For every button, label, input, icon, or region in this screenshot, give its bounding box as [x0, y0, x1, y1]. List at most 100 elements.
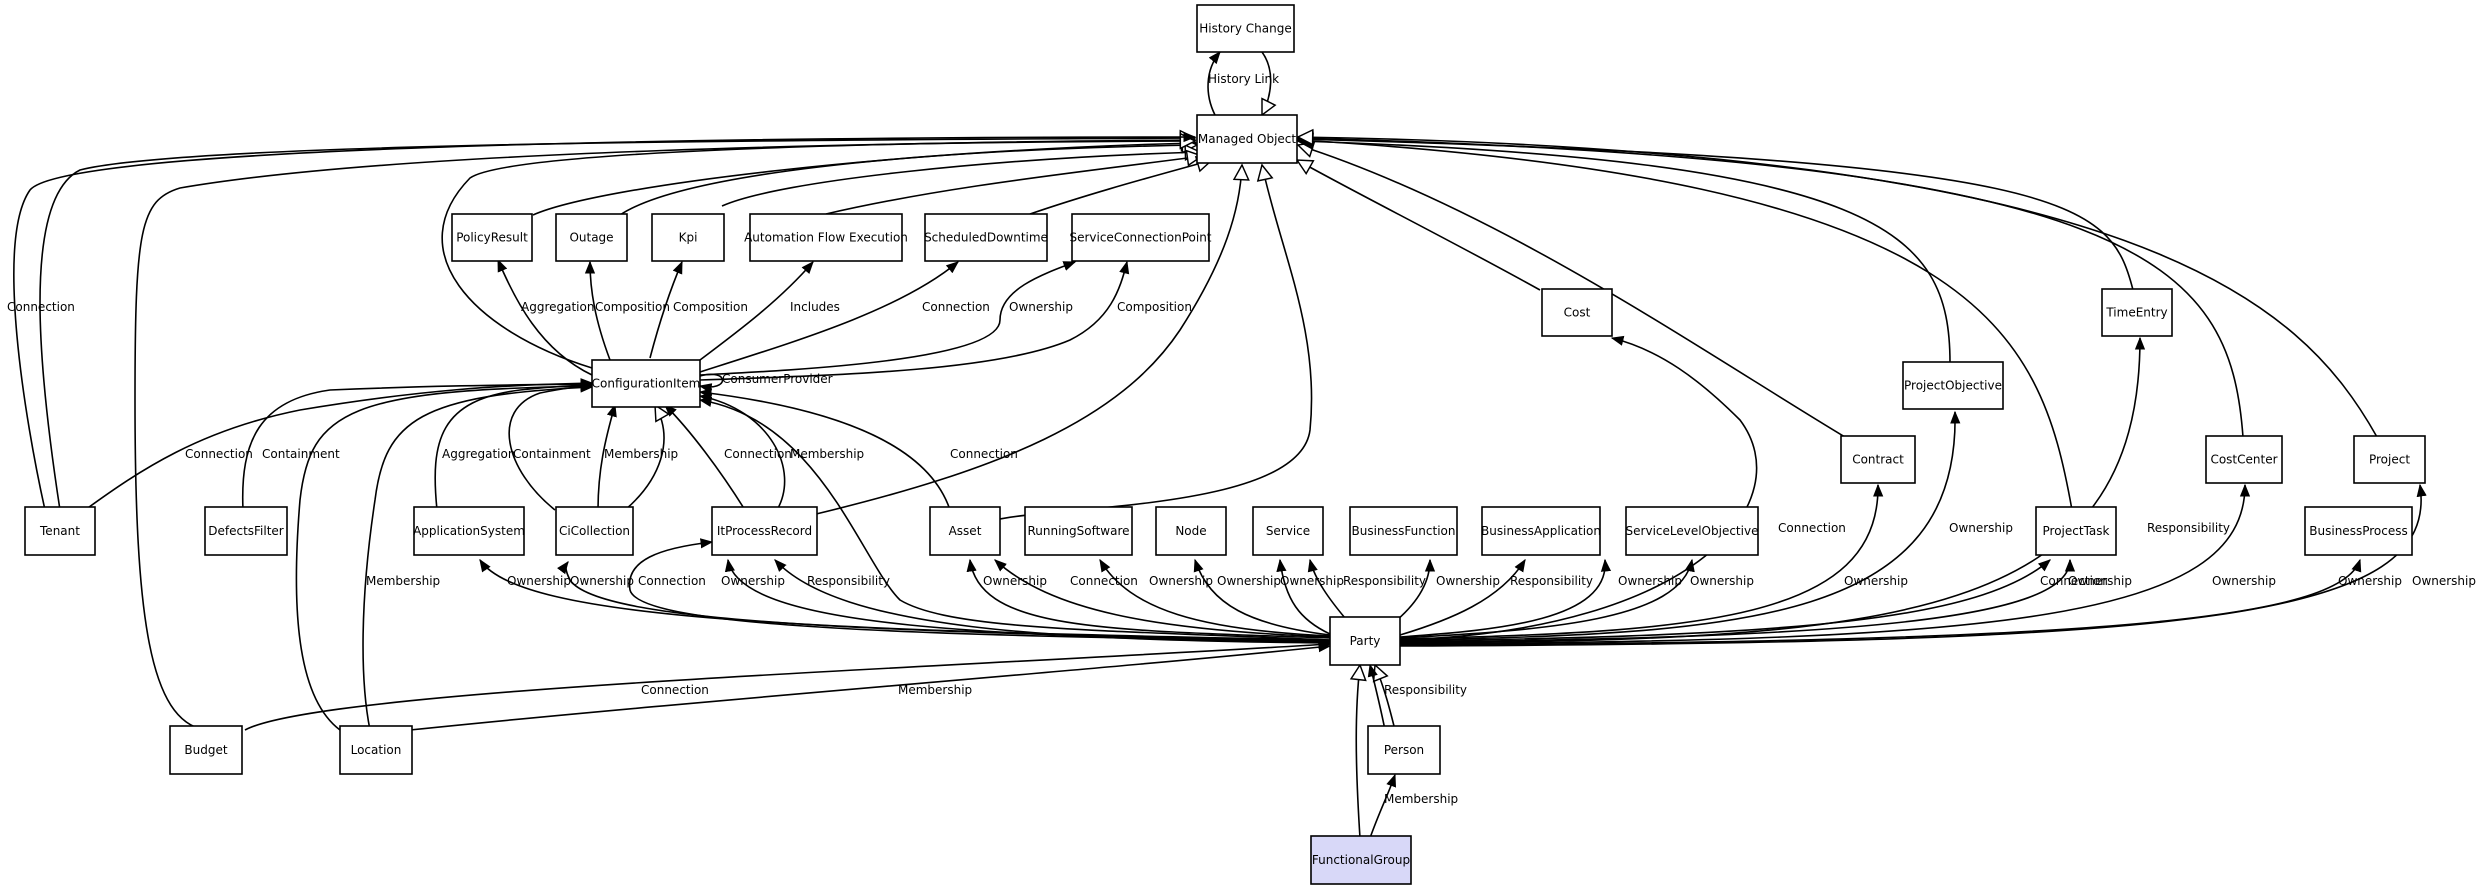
edge-fg-person-membership	[1369, 773, 1397, 839]
edge-party-asset-connection	[994, 559, 1331, 638]
node-label: Service	[1266, 524, 1310, 538]
label-party-runningsoftware-ownership: Ownership	[1149, 574, 1213, 588]
edge-timeentry-mo	[1298, 139, 2134, 291]
label-party-asset-ownership: Ownership	[983, 574, 1047, 588]
edges	[13, 51, 2427, 839]
edge-projecttask-mo	[1298, 140, 2073, 511]
edge-location-ci-2	[362, 382, 594, 731]
edge-cicollection-ci-inherit	[624, 405, 664, 511]
edge-itpr-ci-connection	[664, 404, 746, 511]
node-node[interactable]: Node	[1155, 506, 1227, 556]
edge-party-projecttask-connection	[1399, 559, 2051, 642]
edge-party-businessapp-ownership	[1399, 558, 1612, 638]
node-party[interactable]: Party	[1329, 616, 1401, 666]
edge-projectobjective-mo	[1298, 141, 1951, 364]
node-ci-collection[interactable]: CiCollection	[555, 506, 634, 556]
edge-history-link-up	[1207, 51, 1221, 116]
node-policy-result[interactable]: PolicyResult	[451, 213, 533, 262]
edge-location-ci-membership	[295, 381, 594, 731]
node-label: ProjectTask	[2043, 524, 2110, 538]
node-label: Person	[1384, 743, 1424, 757]
edge-costcenter-mo	[1298, 138, 2244, 438]
label-party-asset-connection: Connection	[1070, 574, 1138, 588]
node-functional-group[interactable]: FunctionalGroup	[1310, 835, 1412, 885]
node-automation-flow-execution[interactable]: Automation Flow Execution	[744, 213, 908, 262]
node-person[interactable]: Person	[1367, 725, 1441, 775]
node-business-application[interactable]: BusinessApplication	[1481, 506, 1601, 556]
edge-ci-afe	[699, 261, 814, 361]
node-outage[interactable]: Outage	[555, 213, 628, 262]
label-party-contract-ownership: Ownership	[1844, 574, 1908, 588]
label-party-projecttask-connection: Connection	[2040, 574, 2108, 588]
node-label: FunctionalGroup	[1312, 853, 1410, 867]
node-label: Project	[2369, 453, 2410, 467]
node-service[interactable]: Service	[1252, 506, 1324, 556]
edge-party-costcenter	[1399, 483, 2251, 645]
node-label: Contract	[1852, 453, 1904, 467]
label-asset-ci-connection: Connection	[950, 447, 1018, 461]
node-project-objective[interactable]: ProjectObjective	[1902, 361, 2004, 410]
edge-kpi-mo	[721, 152, 1200, 207]
label-party-appsys-ownership: Ownership	[507, 574, 571, 588]
label-party-costcenter-ownership: Ownership	[2212, 574, 2276, 588]
label-tenant-ci-connection: Connection	[185, 447, 253, 461]
node-service-level-objective[interactable]: ServiceLevelObjective	[1625, 506, 1759, 556]
label-party-projectobjective-ownership: Ownership	[1949, 521, 2013, 535]
node-running-software[interactable]: RunningSoftware	[1024, 506, 1133, 556]
label-ci-policyresult-aggregation: Aggregation	[521, 300, 594, 314]
node-application-system[interactable]: ApplicationSystem	[413, 506, 525, 556]
edge-party-projectobjective	[1399, 410, 1961, 641]
label-cicollection-membership: Membership	[604, 447, 678, 461]
node-project[interactable]: Project	[2353, 435, 2426, 484]
edge-asset-ci	[698, 388, 951, 511]
node-budget[interactable]: Budget	[169, 725, 243, 775]
edge-itpr-mo	[811, 165, 1242, 516]
label-party-service-responsibility: Responsibility	[1343, 574, 1426, 588]
edge-defects-ci	[241, 379, 594, 511]
label-ci-scp-composition: Composition	[1117, 300, 1192, 314]
node-business-process[interactable]: BusinessProcess	[2304, 506, 2413, 556]
edge-party-cost	[1399, 335, 1758, 641]
node-label: BusinessApplication	[1481, 524, 1601, 538]
node-cost[interactable]: Cost	[1541, 288, 1613, 337]
node-asset[interactable]: Asset	[929, 506, 1001, 556]
label-ci-outage-composition: Composition	[595, 300, 670, 314]
edge-labels: History Link ConsumerProvider Aggregatio…	[7, 72, 2476, 806]
label-party-businessapp-responsibility: Responsibility	[1510, 574, 1593, 588]
node-location[interactable]: Location	[339, 725, 413, 775]
edge-ci-kpi	[649, 260, 683, 359]
label-itpr-connection: Connection	[724, 447, 792, 461]
node-service-connection-point[interactable]: ServiceConnectionPoint	[1069, 213, 1212, 262]
edge-itpr-ci-membership	[698, 393, 786, 511]
label-party-node-ownership: Ownership	[1217, 574, 1281, 588]
node-configuration-item[interactable]: ConfigurationItem	[591, 359, 701, 408]
node-label: Automation Flow Execution	[744, 231, 908, 245]
edge-party-itpr-ownership	[724, 558, 1331, 643]
node-history-change[interactable]: History Change	[1196, 4, 1295, 53]
node-contract[interactable]: Contract	[1840, 435, 1916, 484]
edge-party-projecttask-ownership	[1399, 558, 2076, 643]
edge-party-slo	[1399, 558, 1695, 639]
node-defects-filter[interactable]: DefectsFilter	[204, 506, 288, 556]
node-label: BusinessProcess	[2309, 524, 2407, 538]
edge-party-businessapp-responsibility	[1399, 558, 1526, 636]
edge-cicollection-ci-membership	[597, 403, 617, 511]
node-label: BusinessFunction	[1352, 524, 1456, 538]
node-time-entry[interactable]: TimeEntry	[2101, 288, 2173, 337]
node-tenant[interactable]: Tenant	[24, 506, 96, 556]
edge-outage-mo	[619, 145, 1197, 216]
node-label: Node	[1175, 524, 1206, 538]
label-party-itpr-responsibility: Responsibility	[807, 574, 890, 588]
node-label: Cost	[1564, 306, 1591, 320]
node-managed-object[interactable]: Managed Object	[1196, 114, 1298, 164]
label-party-itpr-connection: Connection	[638, 574, 706, 588]
label-party-cost-connection: Connection	[1778, 521, 1846, 535]
node-scheduled-downtime[interactable]: ScheduledDowntime	[924, 213, 1048, 262]
node-project-task[interactable]: ProjectTask	[2035, 506, 2117, 556]
node-business-function[interactable]: BusinessFunction	[1349, 506, 1458, 556]
node-label: Location	[351, 743, 402, 757]
node-it-process-record[interactable]: ItProcessRecord	[711, 506, 818, 556]
node-kpi[interactable]: Kpi	[651, 213, 725, 262]
node-cost-center[interactable]: CostCenter	[2205, 435, 2283, 484]
